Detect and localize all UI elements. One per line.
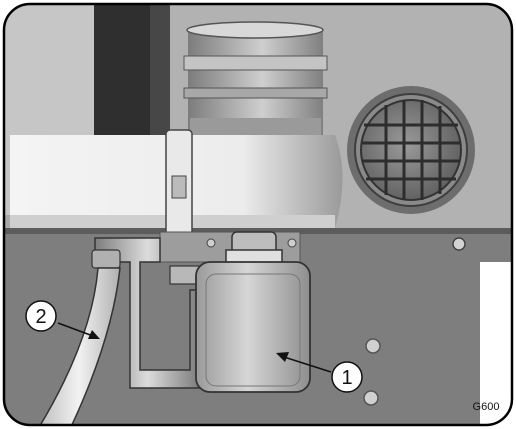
container	[195, 261, 311, 393]
drain-pipe	[91, 237, 203, 389]
exhaust-duct	[183, 21, 328, 135]
pump-cap	[225, 231, 283, 265]
drain-hose	[36, 267, 121, 425]
floor-panel-edge	[4, 228, 512, 234]
callout-1: 1	[276, 352, 363, 393]
callout-2: 2	[25, 300, 100, 339]
bolt-lower-1	[365, 338, 381, 354]
callout-1-number: 1	[341, 367, 352, 389]
mounting-clip	[165, 129, 193, 249]
callout-2-number: 2	[35, 306, 46, 328]
bolt-lower-2	[363, 390, 379, 406]
vent-grille	[347, 86, 475, 214]
figure-code: G600	[473, 401, 500, 413]
bolt-upper	[452, 237, 466, 251]
right-margin-strip	[480, 262, 512, 425]
